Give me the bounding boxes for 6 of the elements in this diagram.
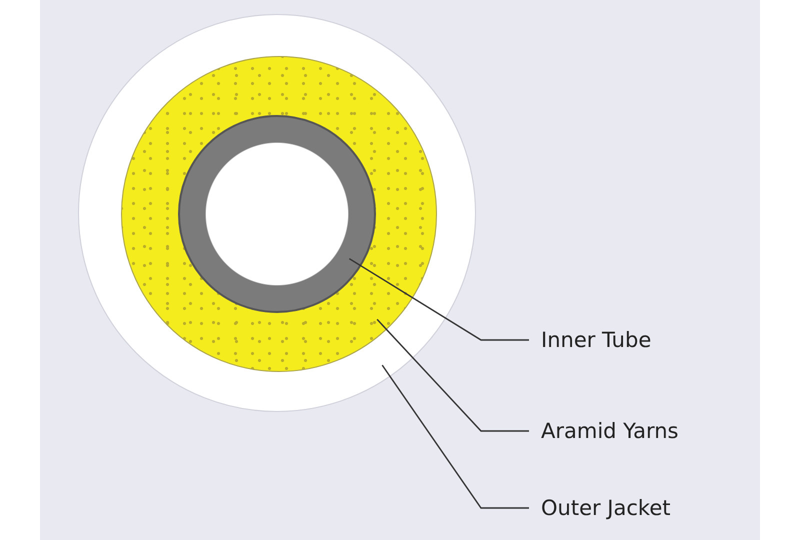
leader-line — [382, 364, 529, 509]
leader-line — [348, 258, 529, 341]
leader-line — [376, 318, 529, 432]
part-label: Aramid Yarns — [541, 418, 678, 444]
part-label: Inner Tube — [541, 327, 652, 353]
part-label: Outer Jacket — [541, 495, 670, 521]
